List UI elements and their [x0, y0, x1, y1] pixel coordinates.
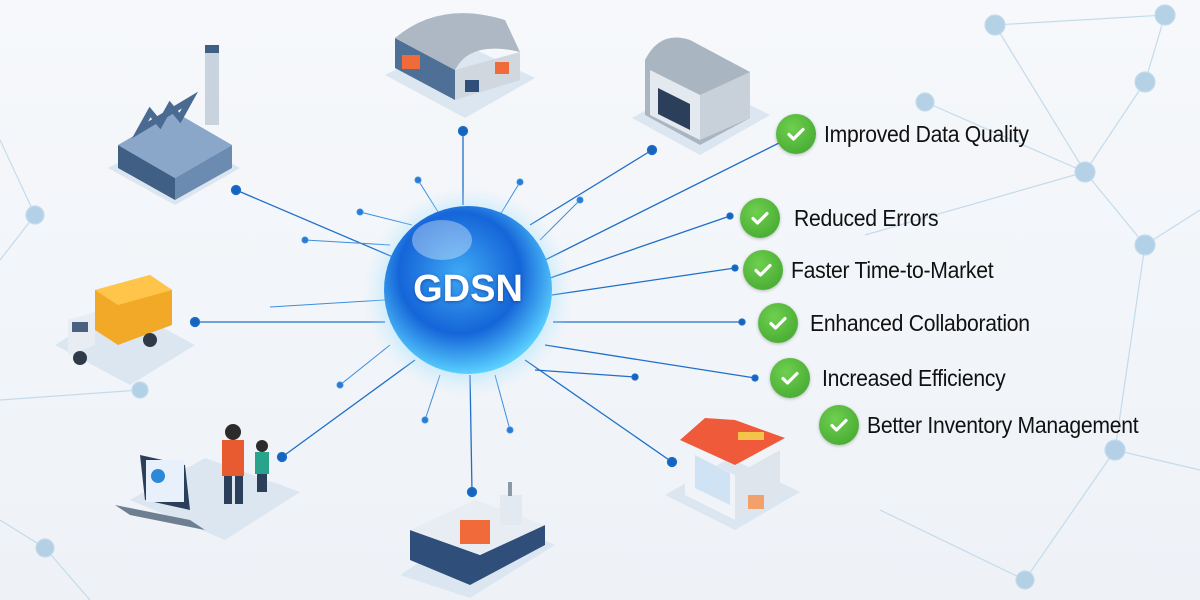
benefit-item: Better Inventory Management — [819, 405, 1162, 445]
people-with-laptop-icon — [115, 424, 300, 540]
benefit-label: Increased Efficiency — [822, 364, 1006, 391]
background-network — [0, 4, 1200, 600]
benefit-item: Faster Time-to-Market — [743, 250, 1011, 290]
check-icon — [819, 405, 859, 445]
storage-hangar-icon — [632, 37, 770, 155]
benefit-label: Improved Data Quality — [824, 120, 1029, 147]
check-icon — [770, 358, 810, 398]
check-icon — [743, 250, 783, 290]
cargo-ship-icon — [400, 482, 555, 598]
hub-label: GDSN — [413, 268, 523, 310]
check-icon — [776, 114, 816, 154]
benefit-item: Improved Data Quality — [776, 114, 1047, 154]
benefit-item: Increased Efficiency — [770, 358, 1021, 398]
check-icon — [740, 198, 780, 238]
benefit-label: Better Inventory Management — [867, 411, 1139, 438]
distribution-warehouse-icon — [385, 13, 535, 118]
check-icon — [758, 303, 798, 343]
delivery-truck-icon — [55, 275, 195, 385]
retail-store-icon — [665, 418, 800, 530]
factory-icon — [108, 45, 240, 205]
benefit-label: Reduced Errors — [794, 204, 939, 231]
gdsn-hub-sphere — [384, 206, 552, 374]
benefit-item: Enhanced Collaboration — [758, 303, 1049, 343]
benefit-label: Faster Time-to-Market — [791, 256, 994, 283]
benefit-label: Enhanced Collaboration — [810, 309, 1030, 336]
benefit-item: Reduced Errors — [740, 198, 951, 238]
